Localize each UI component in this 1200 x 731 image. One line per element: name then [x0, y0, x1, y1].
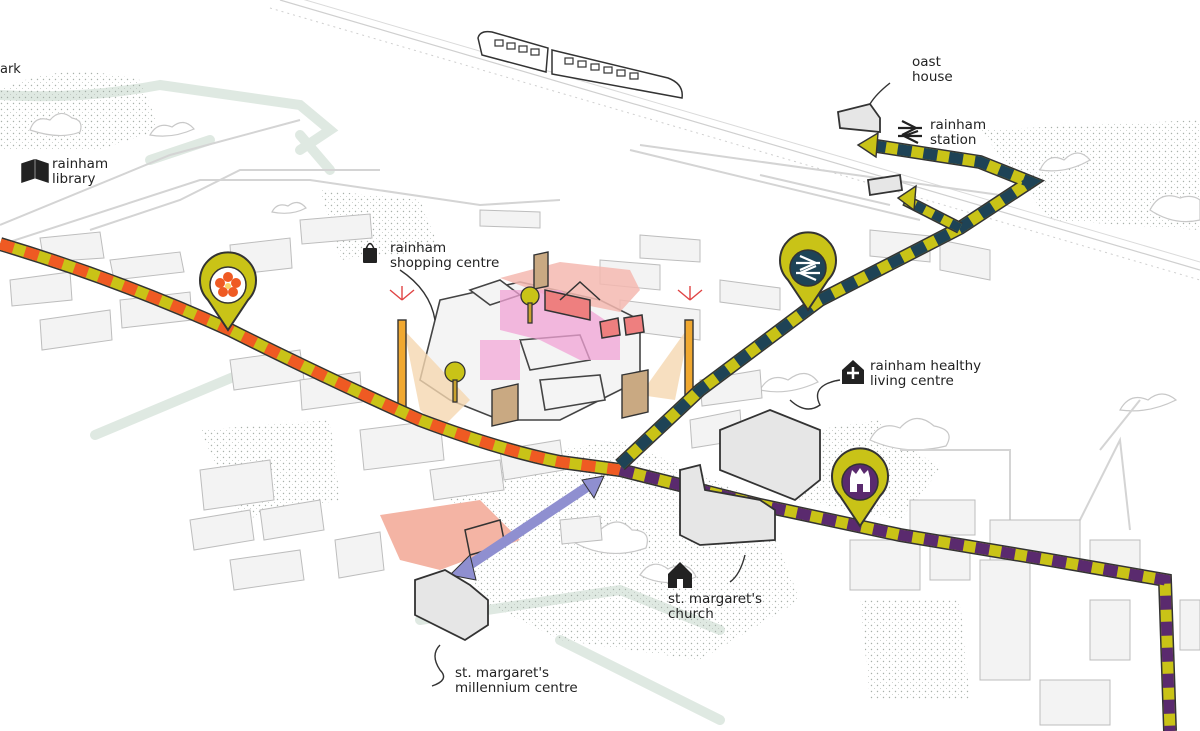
shopping-bag-icon [363, 242, 377, 263]
rainham-station-label[interactable]: rainham station [930, 117, 987, 148]
pedestrian-link-arrow [448, 475, 605, 581]
oast-house-building [837, 102, 881, 133]
church-icon [668, 562, 692, 588]
label-leader-arrows [399, 82, 891, 687]
healthy-living-centre-building [719, 409, 821, 502]
railway [269, 0, 1200, 281]
oast-house-label[interactable]: oast house [912, 54, 953, 85]
roads [0, 119, 1141, 531]
station-building [866, 173, 904, 197]
flower-icon [215, 272, 241, 297]
pin-education[interactable] [831, 447, 889, 528]
pin-culture[interactable] [199, 251, 257, 332]
st-margarets-church-label[interactable]: st. margaret's church [668, 591, 763, 622]
route-station [615, 138, 1046, 471]
millennium-centre-building [414, 569, 489, 642]
info-boards [491, 251, 649, 427]
st-margarets-church-building [679, 463, 776, 546]
rainham-healthy-living-centre-label[interactable]: rainham healthy living centre [870, 358, 982, 389]
book-icon [21, 158, 49, 184]
route-arrowheads [856, 131, 917, 212]
tree-icons [444, 286, 540, 403]
rail-icon [898, 120, 922, 144]
light-beams [404, 325, 690, 430]
pin-station[interactable] [779, 231, 837, 312]
health-house-icon [842, 360, 864, 384]
market-stalls [464, 280, 645, 556]
rainham-library-label[interactable]: rainham library [52, 156, 109, 187]
train-icon [477, 30, 683, 99]
school-icon [850, 468, 870, 492]
key-buildings [414, 102, 904, 642]
st-margarets-millennium-centre-label[interactable]: st. margaret's millennium centre [455, 665, 578, 696]
rail-icon [796, 254, 820, 282]
route-west [0, 237, 621, 477]
park-label: ark [0, 62, 21, 77]
rainham-shopping-centre-label[interactable]: rainham shopping centre [390, 240, 500, 271]
tree-clusters [29, 112, 1200, 584]
